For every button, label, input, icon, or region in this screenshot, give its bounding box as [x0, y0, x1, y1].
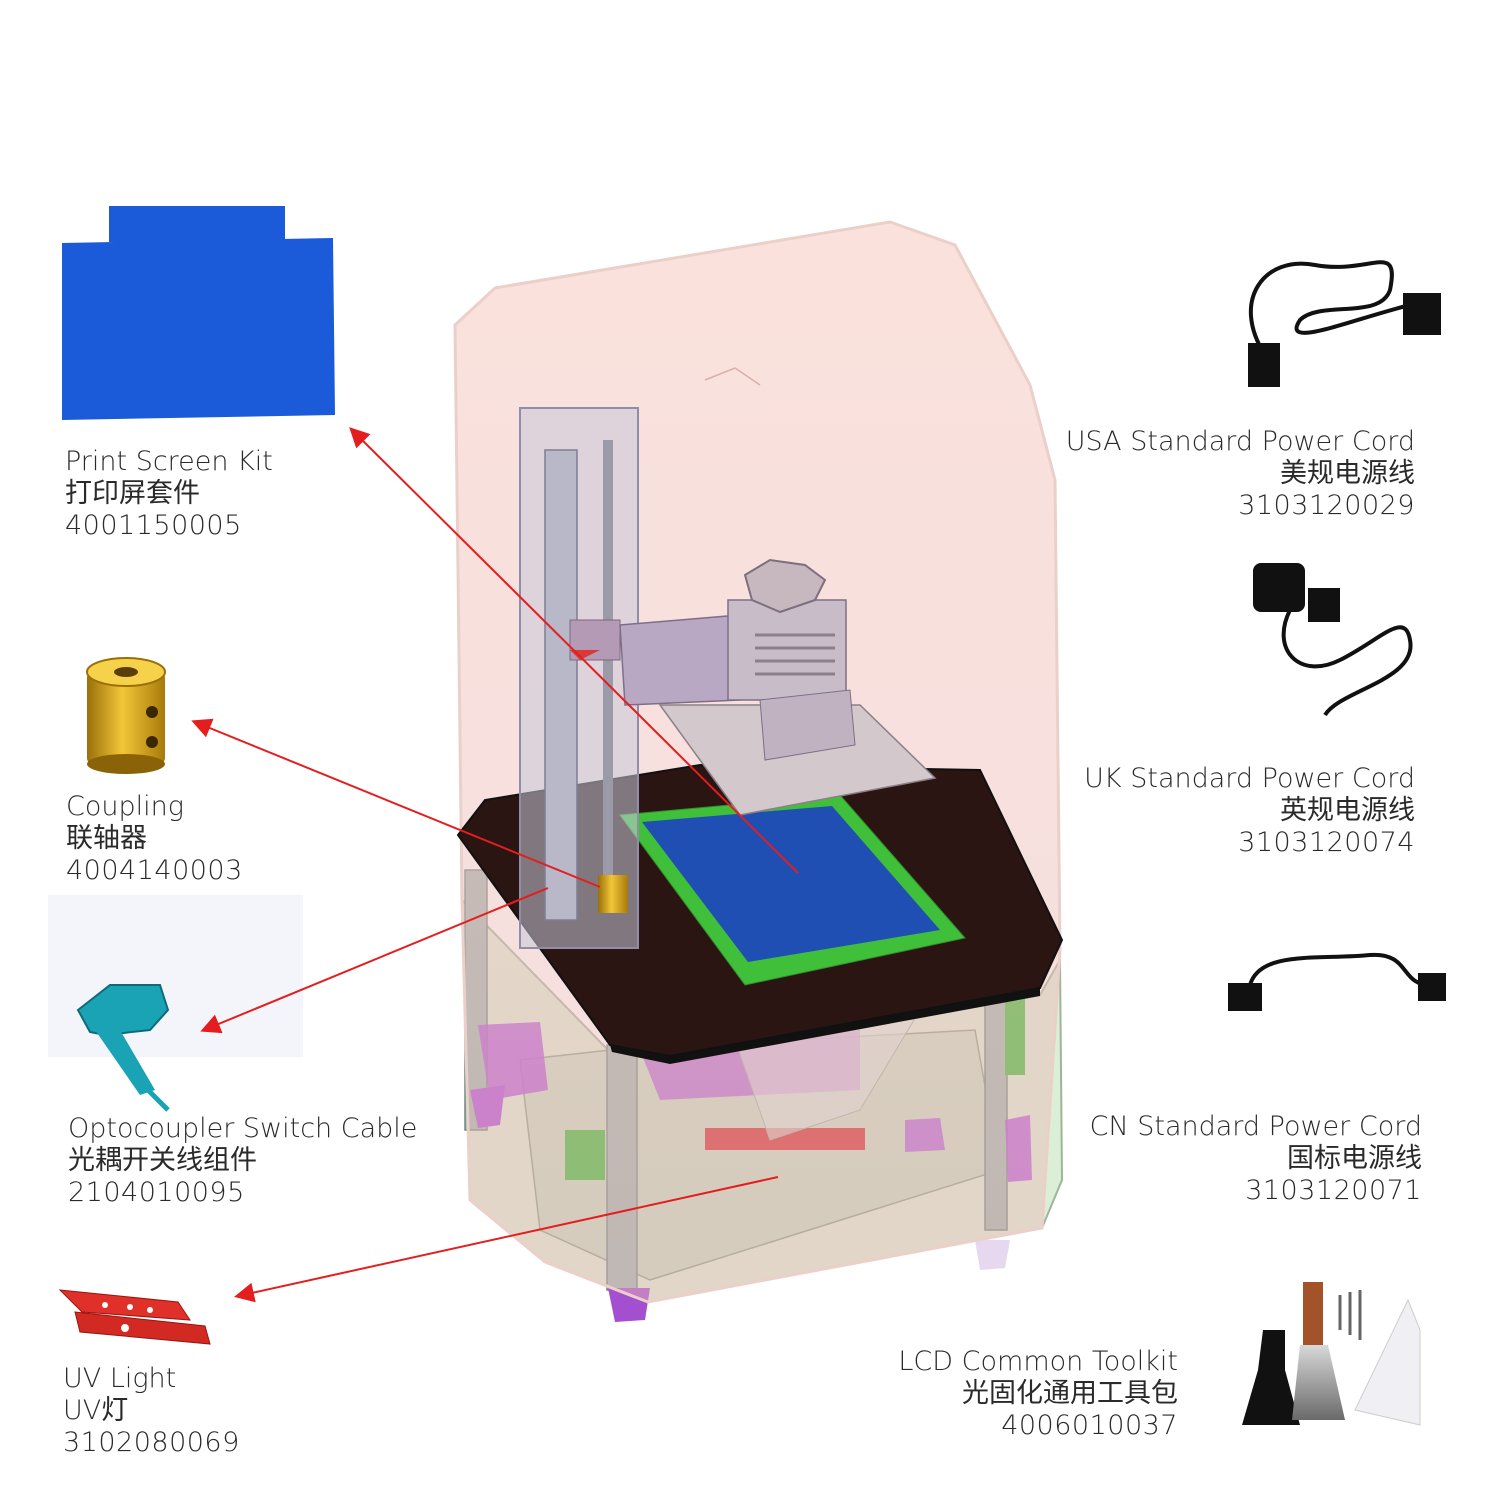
label-uk-power-cord: UK Standard Power Cord 英规电源线 3103120074: [1084, 763, 1415, 859]
part-code: 3102080069: [63, 1427, 240, 1458]
part-name-cn: 打印屏套件: [65, 478, 200, 509]
label-optocoupler: Optocoupler Switch Cable 光耦开关线组件 2104010…: [68, 1113, 417, 1209]
label-print-screen-kit: Print Screen Kit 打印屏套件 4001150005: [65, 446, 273, 542]
cn-power-cord-image: [1228, 952, 1446, 1011]
label-usa-power-cord: USA Standard Power Cord 美规电源线 3103120029: [1066, 426, 1415, 522]
arrow-uv-light: [234, 1176, 779, 1303]
label-lcd-common-toolkit: LCD Common Toolkit 光固化通用工具包 4006010037: [898, 1346, 1178, 1442]
lcd-common-toolkit-image: [1242, 1282, 1421, 1426]
coupling-image: [86, 657, 166, 774]
arrow-coupling: [191, 718, 601, 888]
part-name-en: UK Standard Power Cord: [1084, 763, 1415, 794]
part-name-cn: UV灯: [63, 1395, 129, 1426]
build-platform: [619, 558, 937, 816]
part-name-en: Print Screen Kit: [65, 446, 273, 477]
optocoupler-switch-cable-image: [48, 895, 303, 1112]
part-code: 2104010095: [68, 1177, 245, 1208]
part-name-en: USA Standard Power Cord: [1065, 426, 1415, 457]
part-name-cn: 光固化通用工具包: [962, 1378, 1178, 1409]
label-cn-power-cord: CN Standard Power Cord 国标电源线 3103120071: [1090, 1111, 1422, 1207]
part-name-en: Coupling: [66, 791, 184, 822]
label-coupling: Coupling 联轴器 4004140003: [66, 791, 243, 887]
part-name-en: CN Standard Power Cord: [1089, 1111, 1422, 1142]
part-name-cn: 国标电源线: [1287, 1143, 1422, 1174]
usa-power-cord-image: [1248, 260, 1441, 387]
part-name-en: LCD Common Toolkit: [898, 1346, 1178, 1377]
part-code: 3103120029: [1238, 490, 1415, 521]
uv-light-image: [58, 1289, 211, 1345]
z-axis-tower: [519, 407, 639, 949]
part-code: 3103120074: [1238, 827, 1415, 858]
label-uv-light: UV Light UV灯 3102080069: [63, 1363, 240, 1459]
part-name-cn: 美规电源线: [1280, 458, 1415, 489]
part-name-en: UV Light: [63, 1363, 177, 1394]
part-name-cn: 英规电源线: [1280, 795, 1415, 826]
lcd-screen: [642, 806, 940, 962]
arrow-print-screen-kit: [349, 427, 799, 874]
part-code: 4004140003: [66, 855, 243, 886]
uk-power-cord-image: [1253, 563, 1413, 717]
print-screen-kit-image: [62, 206, 335, 420]
arrow-optocoupler: [200, 887, 549, 1034]
part-name-cn: 联轴器: [66, 823, 147, 854]
part-name-en: Optocoupler Switch Cable: [68, 1113, 418, 1144]
part-code: 4001150005: [65, 510, 242, 541]
leader-arrows: [191, 427, 799, 1303]
part-name-cn: 光耦开关线组件: [68, 1145, 257, 1176]
part-code: 3103120071: [1245, 1175, 1422, 1206]
part-code: 4006010037: [1001, 1410, 1178, 1441]
